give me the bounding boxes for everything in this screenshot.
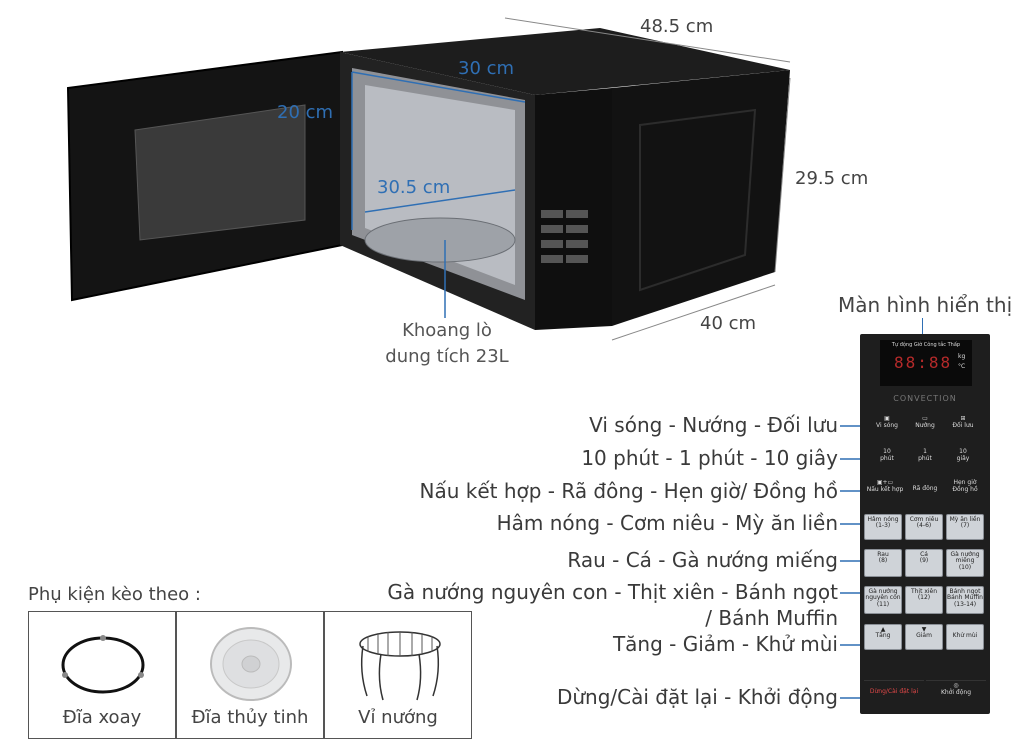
btn-microwave-label: Vi sóng [876,421,898,429]
callout-vegetable: Rau - Cá - Gà nướng miếng [567,548,838,572]
btn-convection[interactable]: ⊞Đối lưu [946,415,980,440]
btn-combo-label: Nấu kết hợp [866,485,904,493]
btn-reheat[interactable]: Hâm nóng (1-3) [864,514,902,540]
accessory-rotating-ring: Đĩa xoay [28,611,176,739]
callout-muffin: / Bánh Muffin [705,606,838,630]
cavity-note-line-1: Khoang lò [402,320,492,341]
btn-timer-clock[interactable]: Hẹn giờ Đồng hồ [952,479,978,493]
btn-fish[interactable]: Cá (9) [905,549,943,577]
btn-defrost[interactable]: Rã đông [912,485,938,492]
btn-start[interactable]: ◎Khởi động [926,680,986,707]
btn-10min[interactable]: 10 phút [880,448,894,462]
control-panel: Tự động Giờ Công tắc Thấp 88:88 kg °C CO… [860,334,990,714]
dim-width: 48.5 cm [640,16,714,37]
accessory-label-2: Đĩa thủy tinh [191,707,309,728]
btn-increase[interactable]: ▲ Tăng [864,624,902,650]
cavity-note-line-2: dung tích 23L [385,346,509,367]
callout-adjust: Tăng - Giảm - Khử mùi [612,632,838,656]
btn-convection-label: Đối lưu [952,421,974,429]
accessory-label-1: Đĩa xoay [62,707,142,728]
panel-brand: CONVECTION [893,394,957,403]
dim-height: 29.5 cm [795,168,869,189]
btn-clay-rice[interactable]: Cơm niêu (4-6) [905,514,943,540]
callout-combo: Nấu kết hợp - Rã đông - Hẹn giờ/ Đồng hồ [419,479,838,503]
btn-grill-label: Nướng [915,421,935,429]
btn-noodles[interactable]: Mỳ ăn liền (7) [946,514,984,540]
btn-grill[interactable]: ▭Nướng [908,415,942,440]
rotating-ring-icon [61,635,145,694]
callout-modes: Vi sóng - Nướng - Đối lưu [589,413,838,437]
btn-microwave[interactable]: ▣Vi sóng [870,415,904,440]
callout-reheat: Hâm nóng - Cơm niêu - Mỳ ăn liền [496,511,838,535]
accessory-label-3: Vỉ nướng [358,707,438,728]
btn-start-label: Khởi động [940,688,972,696]
display-top-text: Tự động Giờ Công tắc Thấp [891,342,961,348]
glass-plate-icon [210,627,292,701]
btn-chicken-pieces[interactable]: Gà nướng miếng (10) [946,549,984,577]
display-unit-c: °C [958,363,966,370]
accessory-glass-plate: Đĩa thủy tinh [176,611,324,739]
accessory-grill-rack: Vỉ nướng [324,611,472,739]
display-digits: 88:88 [894,353,953,372]
convection-icon: ⊞ [960,415,966,422]
callout-start: Dừng/Cài đặt lại - Khởi động [556,685,838,709]
dim-depth: 40 cm [700,313,757,334]
grill-icon: ▭ [922,415,928,422]
microwave-icon: ▣ [884,415,890,422]
btn-10sec[interactable]: 10 giây [956,448,970,462]
btn-combo[interactable]: ▣+▭Nấu kết hợp [866,479,904,502]
combo-icon: ▣+▭ [876,479,894,486]
btn-stop-reset[interactable]: Dừng/Cài đặt lại [864,680,924,713]
cavity-note: Khoang lò dung tích 23L [372,318,522,370]
callout-chicken: Gà nướng nguyên con - Thịt xiên - Bánh n… [387,580,838,604]
btn-stop-label: Dừng/Cài đặt lại [869,688,919,695]
btn-vegetable[interactable]: Rau (8) [864,549,902,577]
grill-rack-icon [359,631,441,701]
display-leader [922,318,923,346]
btn-skewer[interactable]: Thịt xiên (12) [905,586,943,614]
btn-whole-chicken[interactable]: Gà nướng nguyên con (11) [864,586,902,614]
display-label: Màn hình hiển thị [838,293,1013,317]
dim-cavity-depth: 30.5 cm [377,177,451,198]
btn-1min[interactable]: 1 phút [918,448,932,462]
start-icon: ◎ [953,682,959,689]
btn-decrease[interactable]: ▼ Giảm [905,624,943,650]
dim-cavity-height: 20 cm [277,102,334,123]
callout-time: 10 phút - 1 phút - 10 giây [581,446,838,470]
display-window: Tự động Giờ Công tắc Thấp 88:88 kg °C [880,340,972,386]
display-unit-kg: kg [958,353,966,360]
btn-cake-muffin[interactable]: Bánh ngọt Bánh Muffin (13-14) [946,586,984,614]
microwave-illustration [66,17,791,341]
btn-deodorize[interactable]: Khử mùi [946,624,984,650]
dim-cavity-width: 30 cm [458,58,515,79]
accessories-title: Phụ kiện kèo theo : [28,584,201,605]
